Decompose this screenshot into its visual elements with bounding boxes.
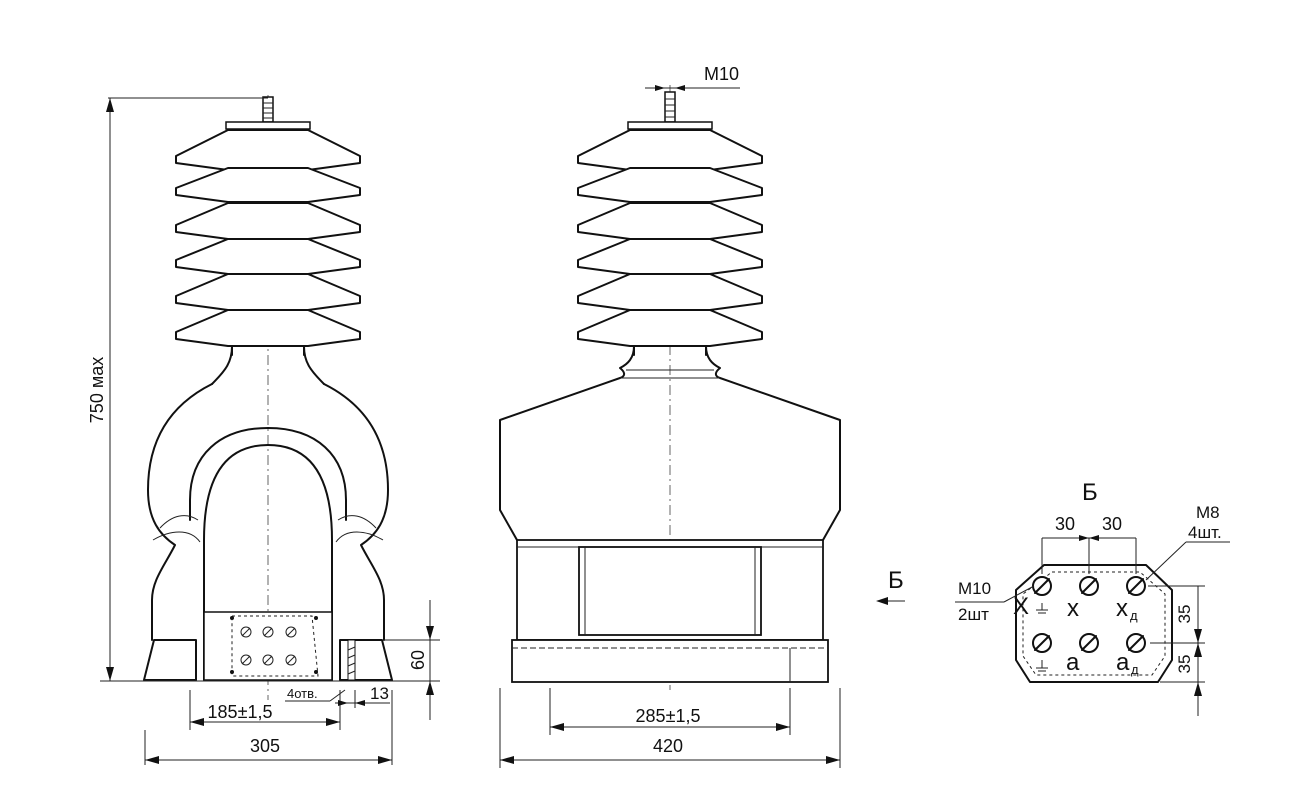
front-base-height-label: 60 bbox=[408, 650, 428, 670]
row-dim-2-label: 35 bbox=[1175, 655, 1194, 674]
terminal-ad-label: a bbox=[1116, 649, 1130, 676]
front-base-width-label: 185±1,5 bbox=[208, 702, 273, 722]
front-arch-right bbox=[323, 383, 389, 641]
side-insulator-sheds bbox=[577, 129, 763, 347]
holes-note-label: 4отв. bbox=[287, 686, 318, 701]
terminal-ad-sub-label: д bbox=[1131, 662, 1139, 677]
side-base bbox=[511, 639, 829, 683]
view-title-label: Б bbox=[1082, 479, 1098, 506]
spacing-1-label: 30 bbox=[1055, 514, 1075, 534]
side-dimensions: 285±1,5 420 Б bbox=[499, 567, 905, 768]
terminal-xd-label: x bbox=[1116, 595, 1128, 622]
height-dimension-label: 750 мах bbox=[87, 357, 107, 423]
view-b: Б X x x д a a д bbox=[955, 479, 1230, 716]
front-insulator-sheds bbox=[175, 129, 361, 347]
front-total-width-label: 305 bbox=[250, 736, 280, 756]
m10-thread-label: М10 bbox=[958, 579, 991, 598]
front-hole-size-label: 13 bbox=[370, 684, 389, 703]
ground-symbol-top bbox=[1036, 603, 1048, 614]
front-arch-left bbox=[147, 383, 213, 641]
terminal-x-label: x bbox=[1067, 595, 1079, 622]
view-marker-label: Б bbox=[888, 567, 904, 594]
front-dimensions: 750 мах 185±1,5 4отв. 305 13 60 bbox=[87, 97, 440, 765]
terminal-X-label: X bbox=[1013, 593, 1029, 620]
side-base-width-label: 285±1,5 bbox=[636, 706, 701, 726]
front-neck bbox=[211, 345, 325, 385]
terminal-a-label: a bbox=[1066, 649, 1080, 676]
m8-thread-label: М8 bbox=[1196, 503, 1220, 522]
front-terminal-bolts bbox=[240, 626, 297, 666]
spacing-2-label: 30 bbox=[1102, 514, 1122, 534]
front-terminal-box bbox=[203, 611, 333, 681]
m10-count-label: 2шт bbox=[958, 605, 989, 624]
ground-symbol-bottom bbox=[1036, 660, 1048, 672]
terminal-xd-sub-label: д bbox=[1130, 608, 1138, 623]
row-dim-1-label: 35 bbox=[1175, 605, 1194, 624]
front-view bbox=[100, 95, 440, 700]
m8-count-label: 4шт. bbox=[1188, 523, 1222, 542]
front-base-left bbox=[143, 639, 197, 681]
side-total-width-label: 420 bbox=[653, 736, 683, 756]
terminal-thread-label: М10 bbox=[704, 64, 739, 84]
terminal-plate-bolts bbox=[1032, 576, 1146, 653]
side-view: М10 bbox=[499, 64, 841, 690]
